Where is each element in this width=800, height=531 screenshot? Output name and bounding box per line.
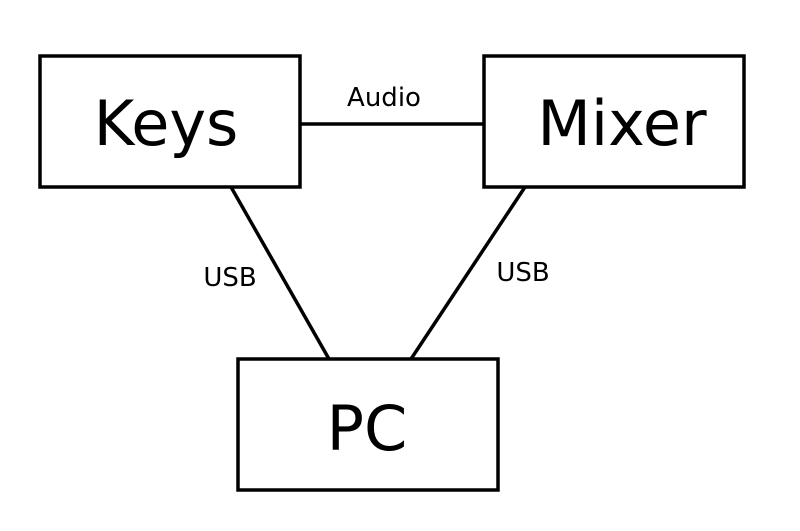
edge-keys-pc (229, 186, 331, 360)
edge-label-usb-mixer-pc: USB (496, 258, 549, 288)
node-keys-box (38, 54, 302, 189)
edge-mixer-pc (409, 186, 527, 360)
node-pc: PC (236, 357, 500, 492)
node-mixer: Mixer (482, 54, 746, 189)
node-keys-label: Keys (94, 87, 239, 160)
node-pc-box (236, 357, 500, 492)
node-keys: Keys (38, 54, 302, 189)
edge-label-audio: Audio (347, 83, 421, 113)
node-pc-label: PC (327, 392, 408, 465)
edge-label-usb-keys-pc: USB (203, 263, 256, 293)
node-mixer-label: Mixer (537, 87, 707, 160)
node-mixer-box (482, 54, 746, 189)
